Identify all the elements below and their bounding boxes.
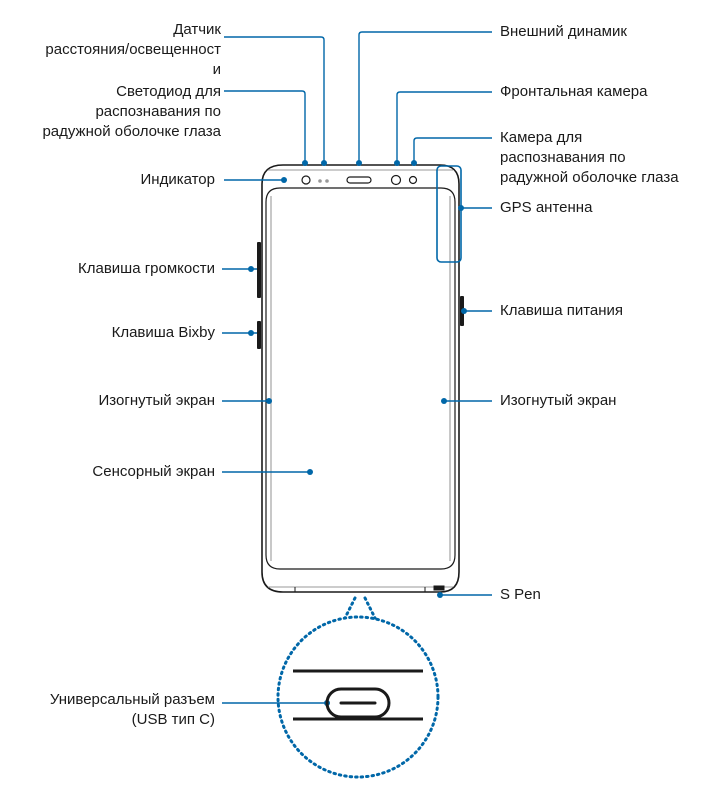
label-line: распознавания по bbox=[500, 149, 626, 166]
label-line: Светодиод для bbox=[116, 83, 221, 100]
label-gps-antenna: GPS антенна bbox=[500, 199, 593, 216]
label-usb-port: Универсальный разъем (USB тип C) bbox=[50, 690, 215, 730]
label-line: (USB тип C) bbox=[131, 711, 215, 728]
label-proximity-sensor: Датчик расстояния/освещенност и bbox=[45, 20, 221, 80]
label-line: расстояния/освещенност bbox=[45, 41, 221, 58]
label-iris-camera: Камера для распознавания по радужной обо… bbox=[500, 128, 679, 188]
usb-c-port-zoom bbox=[293, 669, 423, 721]
proximity-sensor-b bbox=[325, 179, 329, 183]
label-indicator: Индикатор bbox=[140, 171, 216, 188]
label-earpiece: Внешний динамик bbox=[500, 23, 627, 40]
side-keys bbox=[257, 242, 464, 349]
earpiece-speaker bbox=[346, 176, 372, 184]
callout-dots bbox=[248, 160, 467, 706]
label-line: Датчик bbox=[173, 21, 221, 38]
label-line: радужной оболочке глаза bbox=[42, 123, 221, 140]
label-edge-screen-left: Изогнутый экран bbox=[98, 392, 215, 409]
label-line: радужной оболочке глаза bbox=[500, 169, 679, 186]
label-s-pen: S Pen bbox=[500, 586, 541, 603]
label-iris-led: Светодиод для распознавания по радужной … bbox=[42, 82, 221, 142]
proximity-sensor-a bbox=[318, 179, 322, 183]
top-sensors bbox=[282, 174, 418, 186]
label-front-camera: Фронтальная камера bbox=[500, 83, 648, 100]
label-line: и bbox=[212, 61, 221, 78]
label-power-key: Клавиша питания bbox=[500, 302, 624, 319]
volume-key bbox=[257, 242, 261, 298]
phone-outline bbox=[261, 164, 460, 593]
bixby-key bbox=[257, 321, 261, 349]
magnifier bbox=[276, 596, 440, 779]
label-line: Камера для bbox=[500, 129, 583, 146]
bottom-edge bbox=[294, 585, 445, 592]
label-edge-screen-right: Изогнутый экран bbox=[500, 392, 617, 409]
gps-antenna-box bbox=[436, 165, 462, 263]
iris-led bbox=[301, 175, 311, 185]
front-camera bbox=[390, 174, 402, 186]
label-line: Универсальный разъем bbox=[49, 691, 215, 708]
label-line: распознавания по bbox=[95, 103, 221, 120]
label-bixby-key: Клавиша Bixby bbox=[111, 324, 215, 341]
iris-camera bbox=[408, 175, 418, 185]
screen bbox=[265, 187, 456, 570]
label-volume-key: Клавиша громкости bbox=[77, 260, 215, 277]
label-touch-screen: Сенсорный экран bbox=[92, 463, 215, 480]
s-pen-slot bbox=[433, 585, 445, 591]
